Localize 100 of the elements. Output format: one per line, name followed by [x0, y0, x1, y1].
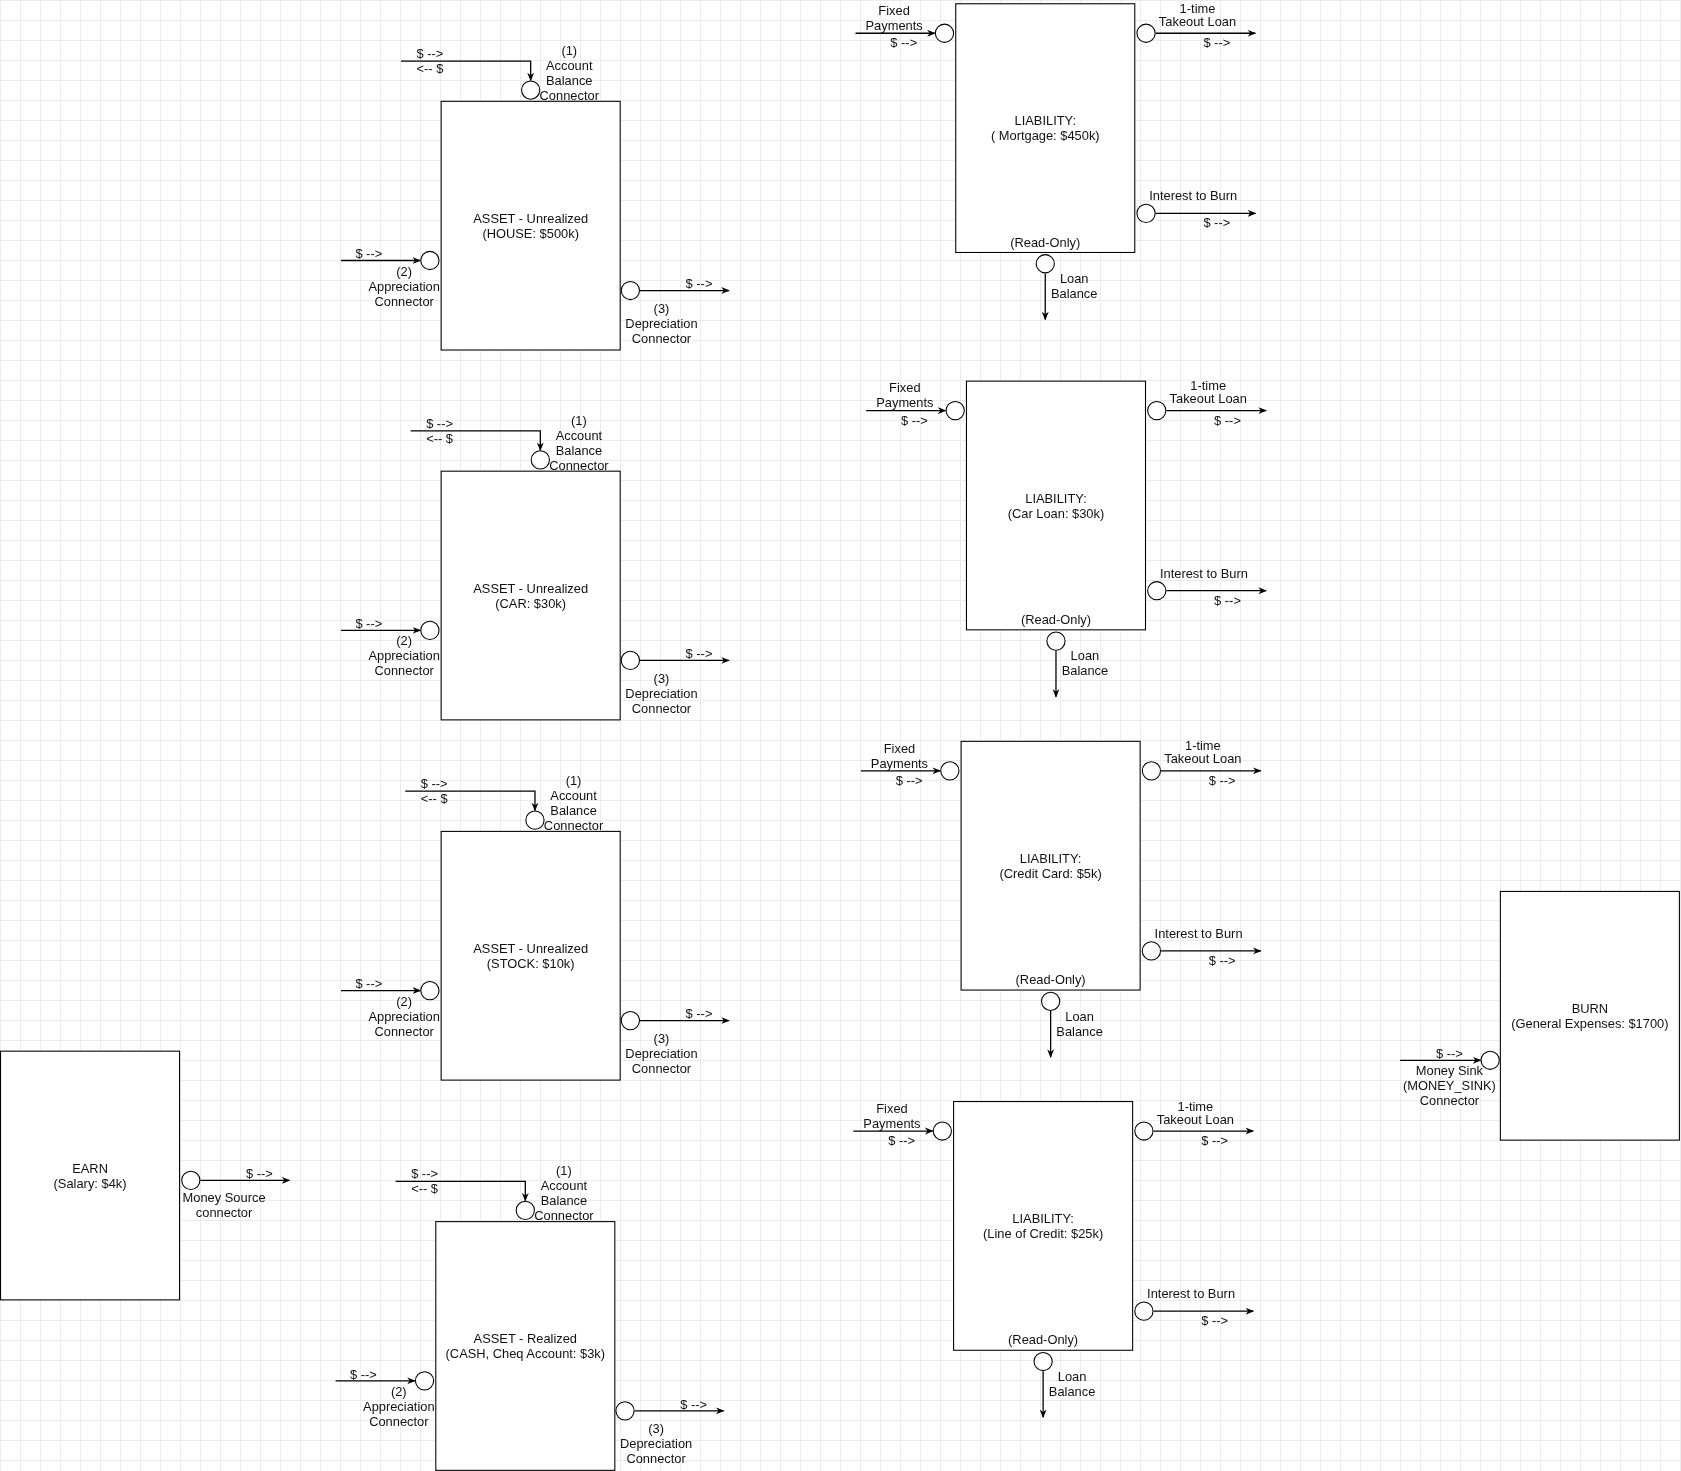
connector-label: (2) Appreciation Connector — [367, 993, 441, 1039]
connector-circle — [1041, 991, 1061, 1011]
connector-label: (3) Depreciation Connector — [624, 671, 699, 717]
edge-label: $ --> — [426, 415, 453, 431]
arrow — [409, 430, 544, 452]
connector-label: Fixed Payments — [875, 380, 935, 411]
account-box — [1499, 890, 1680, 1141]
arrow — [1152, 1127, 1255, 1135]
connector-circle — [530, 450, 550, 470]
box-value: (Line of Credit: $25k) — [983, 1225, 1104, 1241]
connector-label: Money Source connector — [181, 1190, 267, 1220]
edge-label: $ --> — [1203, 215, 1231, 231]
connector-label: 1-time Takeout Loan — [1163, 739, 1243, 766]
edge-label: $ --> — [355, 246, 383, 262]
account-box — [953, 1101, 1134, 1351]
edge-label: $ --> — [1201, 1313, 1229, 1329]
connector-label: (3) Depreciation Connector — [624, 301, 699, 347]
connector-label: Interest to Burn — [1148, 188, 1239, 204]
connector-circle — [934, 23, 955, 43]
arrow — [1155, 209, 1257, 217]
box-heading: LIABILITY: — [1014, 113, 1076, 129]
connector-circle — [932, 1121, 952, 1141]
arrow — [340, 987, 422, 994]
account-box — [440, 830, 621, 1081]
arrow — [865, 407, 947, 415]
connector-circle — [1134, 1121, 1154, 1141]
box-heading: BURN — [1571, 1000, 1609, 1016]
connector-circle — [1134, 1301, 1154, 1321]
connector-label: (3) Depreciation Connector — [624, 1031, 699, 1077]
edge-label: $ --> — [1436, 1046, 1463, 1062]
connector-circle — [1136, 23, 1156, 43]
arrow — [334, 1377, 416, 1385]
arrow — [1165, 407, 1267, 415]
account-box — [965, 380, 1147, 631]
arrow — [1399, 1056, 1482, 1064]
edge-label: $ --> — [685, 1006, 713, 1022]
connector-circle — [525, 810, 545, 830]
box-value: (STOCK: $10k) — [486, 955, 575, 971]
connector-circle — [620, 650, 640, 671]
read-only-note: (Read-Only) — [1007, 1332, 1080, 1348]
connector-circle — [181, 1170, 201, 1190]
arrow — [1047, 1010, 1055, 1058]
edge-label: $ --> — [1208, 953, 1236, 969]
edge-label: $ --> — [888, 1133, 915, 1149]
arrow — [639, 656, 730, 664]
arrow — [404, 790, 539, 812]
connector-label: Money Sink (MONEY_SINK) Connector — [1401, 1063, 1497, 1109]
arrow — [199, 1176, 291, 1184]
box-heading: LIABILITY: — [1012, 1210, 1074, 1226]
arrow — [860, 767, 942, 775]
connector-circle — [1141, 941, 1162, 961]
box-heading: ASSET - Unrealized — [473, 940, 589, 956]
edge-label: $ --> — [895, 772, 923, 788]
read-only-note: (Read-Only) — [1014, 972, 1087, 988]
edge-label: $ --> — [246, 1166, 273, 1182]
arrow — [400, 60, 535, 82]
connector-circle — [521, 80, 541, 100]
edge-label: $ --> — [1214, 592, 1241, 608]
arrow — [1152, 1307, 1255, 1315]
box-heading: LIABILITY: — [1019, 850, 1082, 866]
arrow — [1155, 29, 1257, 37]
connector-label: Fixed Payments — [869, 740, 930, 771]
connector-circle — [945, 400, 965, 421]
box-value: (CASH, Cheq Account: $3k) — [445, 1346, 606, 1361]
box-value: (General Expenses: $1700) — [1511, 1015, 1669, 1031]
box-value: (CAR: $30k) — [495, 595, 567, 611]
connector-circle — [1141, 761, 1162, 781]
connector-label: Loan Balance — [1049, 271, 1099, 302]
connector-circle — [615, 1401, 635, 1421]
flow-label: <-- $ — [426, 430, 453, 446]
box-value: (HOUSE: $500k) — [482, 225, 579, 241]
box-heading: LIABILITY: — [1025, 490, 1087, 506]
connector-label: 1-time Takeout Loan — [1168, 379, 1248, 406]
edge-label: $ --> — [680, 1396, 708, 1412]
connector-label: 1-time Takeout Loan — [1155, 1099, 1235, 1126]
edge-label: $ --> — [890, 35, 918, 51]
account-box — [960, 740, 1141, 991]
connector-circle — [620, 280, 640, 301]
connector-circle — [420, 250, 440, 271]
connector-label: Loan Balance — [1047, 1369, 1097, 1400]
connector-circle — [1033, 1351, 1053, 1372]
arrow — [852, 1127, 934, 1135]
edge-label: $ --> — [1208, 772, 1236, 788]
arrow — [639, 287, 730, 294]
account-box — [0, 1050, 181, 1301]
connector-circle — [1136, 203, 1156, 223]
connector-label: Loan Balance — [1060, 648, 1110, 679]
connector-label: (1) Account Balance Connector — [548, 412, 609, 473]
arrow — [634, 1407, 725, 1415]
edge-label: $ --> — [411, 1166, 438, 1182]
arrow — [639, 1017, 730, 1025]
connector-label: Fixed Payments — [864, 3, 924, 34]
read-only-note: (Read-Only) — [1009, 234, 1082, 250]
account-box — [440, 470, 621, 721]
connector-circle — [1035, 254, 1055, 274]
edge-label: $ --> — [416, 46, 444, 62]
edge-label: $ --> — [350, 1366, 377, 1382]
edge-label: $ --> — [901, 412, 928, 428]
arrow — [1041, 272, 1049, 321]
connector-circle — [515, 1200, 535, 1220]
